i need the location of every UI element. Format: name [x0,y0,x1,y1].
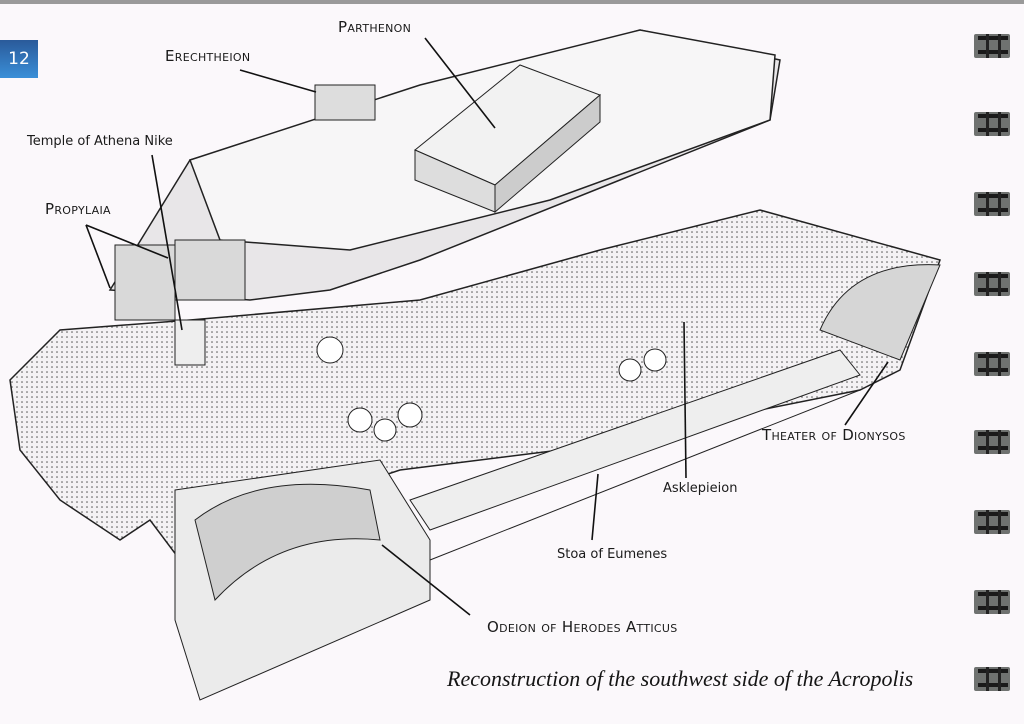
stoa-wall [409,349,861,531]
label-parthenon: Parthenon [338,18,412,36]
binding-ring [974,428,1012,456]
odeion-building [174,459,431,701]
page-number: 12 [0,40,38,78]
binding-ring [974,665,1012,693]
label-erechtheion: Erechtheion [165,47,251,65]
binding-ring [974,110,1012,138]
label-propylaia: Propylaia [45,200,111,218]
label-theater-of-dionysos: Theater of Dionysos [762,426,906,444]
parthenon-building [414,64,601,214]
binding-ring [974,350,1012,378]
binding-ring [974,270,1012,298]
label-asklepieion: Asklepieion [663,481,738,496]
label-odeion-of-herodes-atticus: Odeion of Herodes Atticus [487,618,678,636]
binding-ring [974,588,1012,616]
label-temple-of-athena-nike: Temple of Athena Nike [27,134,173,149]
dionysos-theater [819,264,941,361]
page-top-edge [0,0,1024,4]
label-stoa-of-eumenes: Stoa of Eumenes [557,547,668,562]
binding-ring [974,190,1012,218]
figure-caption: Reconstruction of the southwest side of … [447,666,914,691]
binding-ring [974,32,1012,60]
binding-ring [974,508,1012,536]
label-arrows [85,37,889,616]
